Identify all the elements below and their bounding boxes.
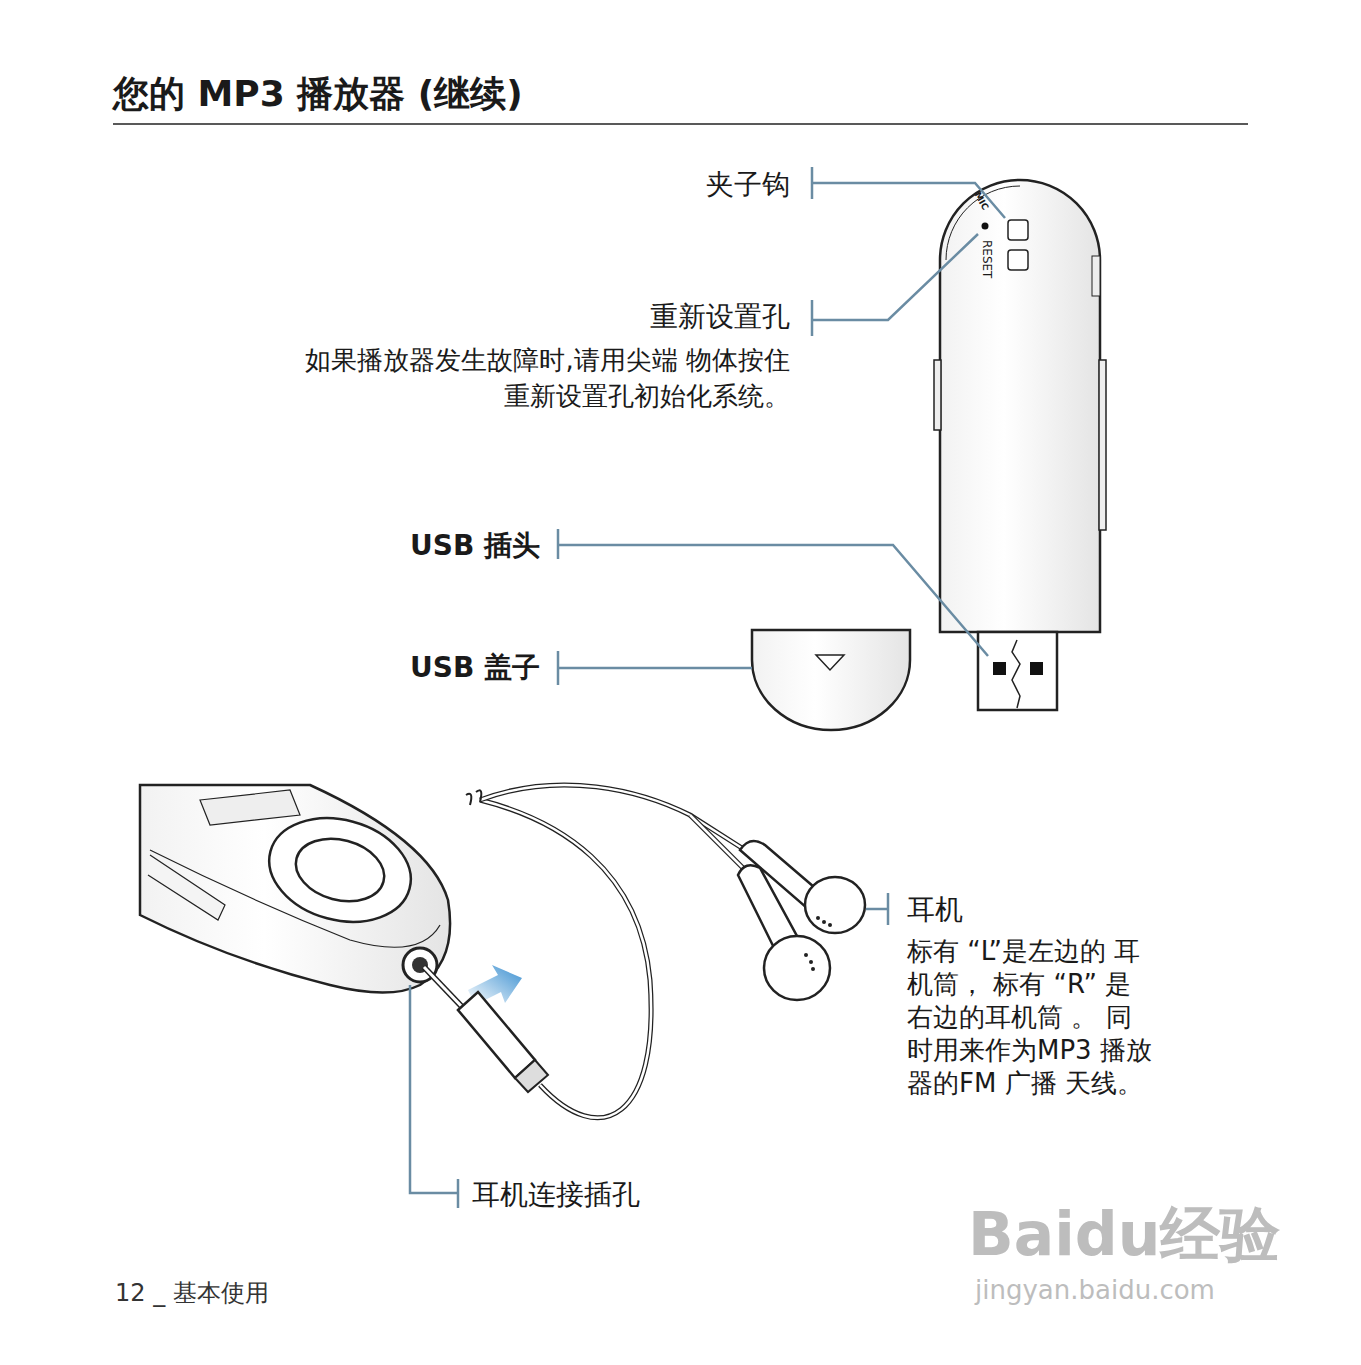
part-name: 夹子钩 xyxy=(706,166,790,204)
watermark: Baidu经验 xyxy=(968,1195,1280,1276)
earbuds xyxy=(738,841,865,1000)
device-marking: RESET xyxy=(980,240,994,278)
part-note: 如果播放器发生故障时,请用尖端 物体按住重新设置孔初始化系统。 xyxy=(300,342,790,414)
part-name: USB 插头 xyxy=(410,527,540,565)
player-side-view xyxy=(934,180,1106,710)
page-title: 您的 MP3 播放器 (继续) xyxy=(113,72,523,116)
watermark: jingyan.baidu.com xyxy=(975,1275,1215,1305)
part-name: USB 盖子 xyxy=(410,649,540,687)
part-name: 重新设置孔 xyxy=(650,298,790,336)
earphone-cable xyxy=(424,785,745,1118)
part-note: 标有 “L”是左边的 耳机筒， 标有 “R” 是右边的耳机筒 。 同时用来作为M… xyxy=(907,935,1157,1100)
part-name: 耳机连接插孔 xyxy=(472,1176,640,1214)
usb-cap xyxy=(752,630,910,730)
page-footer: 12 _ 基本使用 xyxy=(115,1277,269,1309)
part-name: 耳机 xyxy=(907,891,963,929)
player-bottom-view xyxy=(140,785,450,993)
title-rule xyxy=(113,123,1248,125)
